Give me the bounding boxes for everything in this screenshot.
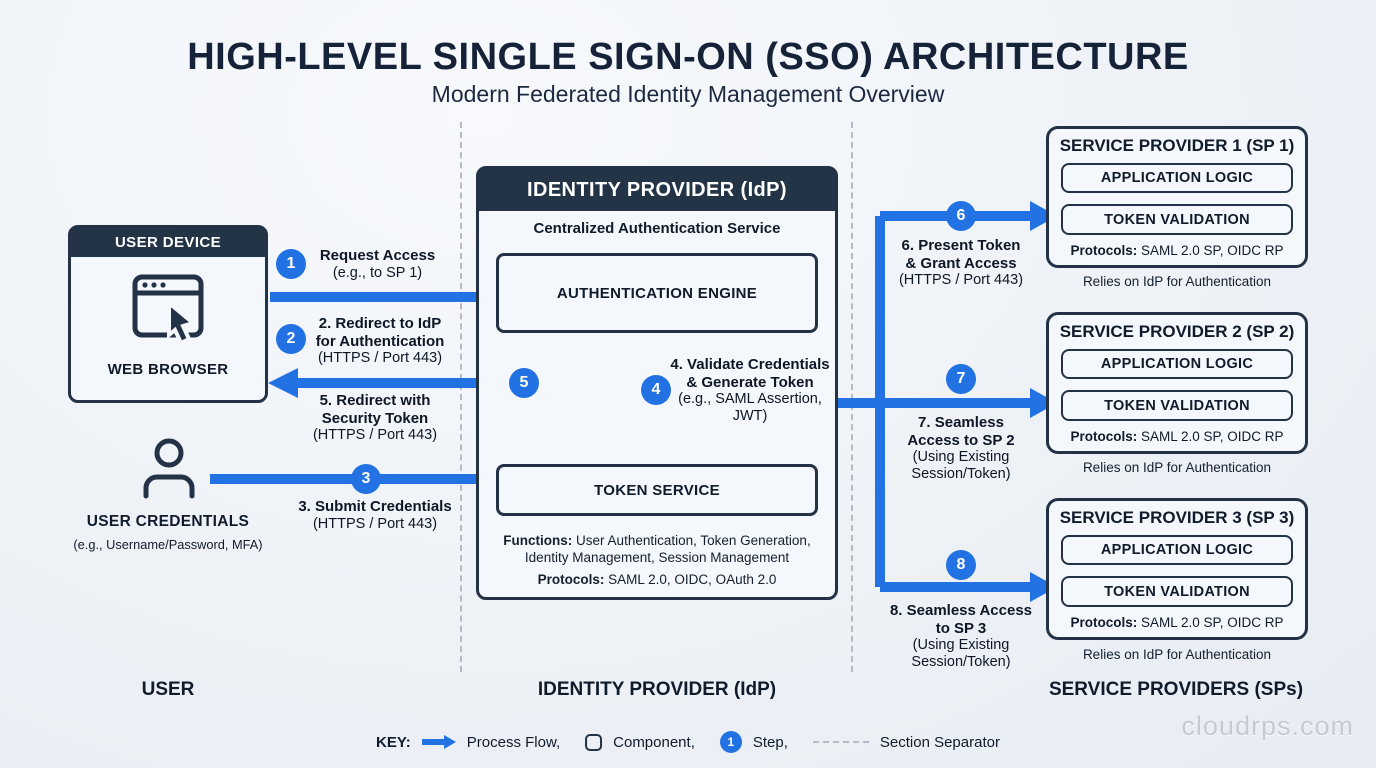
step-circle-3: 3 — [351, 464, 381, 494]
step-circle-2: 2 — [276, 324, 306, 354]
arrowhead-step5-left — [268, 368, 298, 398]
arrowhead-step7 — [1030, 388, 1057, 418]
idp-functions-line1: Functions: User Authentication, Token Ge… — [503, 533, 811, 548]
step-circle-7: 7 — [946, 364, 976, 394]
user-credentials-title: USER CREDENTIALS — [86, 513, 250, 530]
user-device-box: USER DEVICE WEB BROWSER — [68, 225, 268, 403]
column-label-sps: SERVICE PROVIDERS (SPs) — [1048, 679, 1304, 700]
legend: KEY: Process Flow, Component, 1 Step, Se… — [376, 731, 1000, 753]
step-circle-4: 4 — [641, 375, 671, 405]
section-separator-left — [460, 122, 462, 672]
sp1-token-validation-box: TOKEN VALIDATION — [1061, 204, 1293, 235]
section-separator-right — [851, 122, 853, 672]
idp-protocols-line: Protocols: SAML 2.0, OIDC, OAuth 2.0 — [537, 572, 777, 587]
idp-functions-line2: Identity Management, Session Management — [524, 550, 790, 565]
sp1-application-logic-box: APPLICATION LOGIC — [1061, 163, 1293, 193]
step7-label: 7. Seamless Access to SP 2 (Using Existi… — [907, 414, 1015, 483]
web-browser-icon — [132, 274, 204, 346]
sp2-title: SERVICE PROVIDER 2 (SP 2) — [1059, 322, 1295, 341]
authentication-engine-box: AUTHENTICATION ENGINE — [496, 253, 818, 333]
legend-component-label: Component, — [613, 733, 695, 751]
sp2-token-validation-box: TOKEN VALIDATION — [1061, 390, 1293, 421]
sp1-box: SERVICE PROVIDER 1 (SP 1) APPLICATION LO… — [1046, 126, 1308, 268]
idp-box: IDENTITY PROVIDER (IdP) Centralized Auth… — [476, 166, 838, 600]
step-circle-6: 6 — [946, 201, 976, 231]
sp3-title: SERVICE PROVIDER 3 (SP 3) — [1059, 508, 1295, 527]
sp1-title: SERVICE PROVIDER 1 (SP 1) — [1059, 136, 1295, 155]
sp1-protocols: Protocols: SAML 2.0 SP, OIDC RP — [1070, 243, 1284, 258]
arrowhead-step6 — [1030, 201, 1057, 231]
sp2-application-logic-box: APPLICATION LOGIC — [1061, 349, 1293, 379]
column-label-idp: IDENTITY PROVIDER (IdP) — [537, 679, 777, 700]
process-flow-arrow-icon — [421, 735, 456, 749]
step-icon: 1 — [719, 731, 742, 753]
legend-process-flow-label: Process Flow, — [466, 733, 561, 751]
step3-label: 3. Submit Credentials (HTTPS / Port 443) — [298, 498, 452, 532]
sp3-application-logic-box: APPLICATION LOGIC — [1061, 535, 1293, 565]
legend-step-label: Step, — [752, 733, 788, 751]
page-subtitle: Modern Federated Identity Management Ove… — [431, 81, 945, 107]
component-icon — [585, 733, 603, 751]
arrowhead-step8 — [1030, 572, 1057, 602]
token-service-box: TOKEN SERVICE — [496, 464, 818, 516]
web-browser-label: WEB BROWSER — [107, 361, 229, 378]
step6-label: 6. Present Token & Grant Access (HTTPS /… — [898, 237, 1024, 289]
sp2-box: SERVICE PROVIDER 2 (SP 2) APPLICATION LO… — [1046, 312, 1308, 454]
user-device-header: USER DEVICE — [71, 228, 265, 257]
legend-separator-label: Section Separator — [879, 733, 1000, 751]
sp1-note: Relies on IdP for Authentication — [1082, 274, 1272, 289]
section-separator-icon — [812, 741, 869, 743]
watermark: cloudrps.com — [1181, 711, 1354, 741]
idp-header: IDENTITY PROVIDER (IdP) — [479, 169, 835, 211]
step1-label: Request Access (e.g., to SP 1) — [319, 247, 436, 281]
step-circle-8: 8 — [946, 550, 976, 580]
step-circle-1: 1 — [276, 249, 306, 279]
step2-label: 2. Redirect to IdP for Authentication (H… — [315, 315, 445, 367]
sp3-note: Relies on IdP for Authentication — [1082, 647, 1272, 662]
idp-subheader: Centralized Authentication Service — [533, 220, 781, 237]
column-label-user: USER — [141, 679, 195, 700]
page-title: HIGH-LEVEL SINGLE SIGN-ON (SSO) ARCHITEC… — [187, 36, 1189, 78]
legend-key-label: KEY: — [376, 733, 411, 751]
user-credentials-subtitle: (e.g., Username/Password, MFA) — [73, 537, 263, 552]
sp2-protocols: Protocols: SAML 2.0 SP, OIDC RP — [1070, 429, 1284, 444]
sp3-protocols: Protocols: SAML 2.0 SP, OIDC RP — [1070, 615, 1284, 630]
step5-label: 5. Redirect with Security Token (HTTPS /… — [312, 392, 438, 444]
step4-label: 4. Validate Credentials & Generate Token… — [670, 356, 830, 425]
sp3-box: SERVICE PROVIDER 3 (SP 3) APPLICATION LO… — [1046, 498, 1308, 640]
step-circle-5: 5 — [509, 368, 539, 398]
step8-label: 8. Seamless Access to SP 3 (Using Existi… — [889, 602, 1033, 671]
sp3-token-validation-box: TOKEN VALIDATION — [1061, 576, 1293, 607]
sp2-note: Relies on IdP for Authentication — [1082, 460, 1272, 475]
user-credentials-icon — [143, 438, 195, 499]
